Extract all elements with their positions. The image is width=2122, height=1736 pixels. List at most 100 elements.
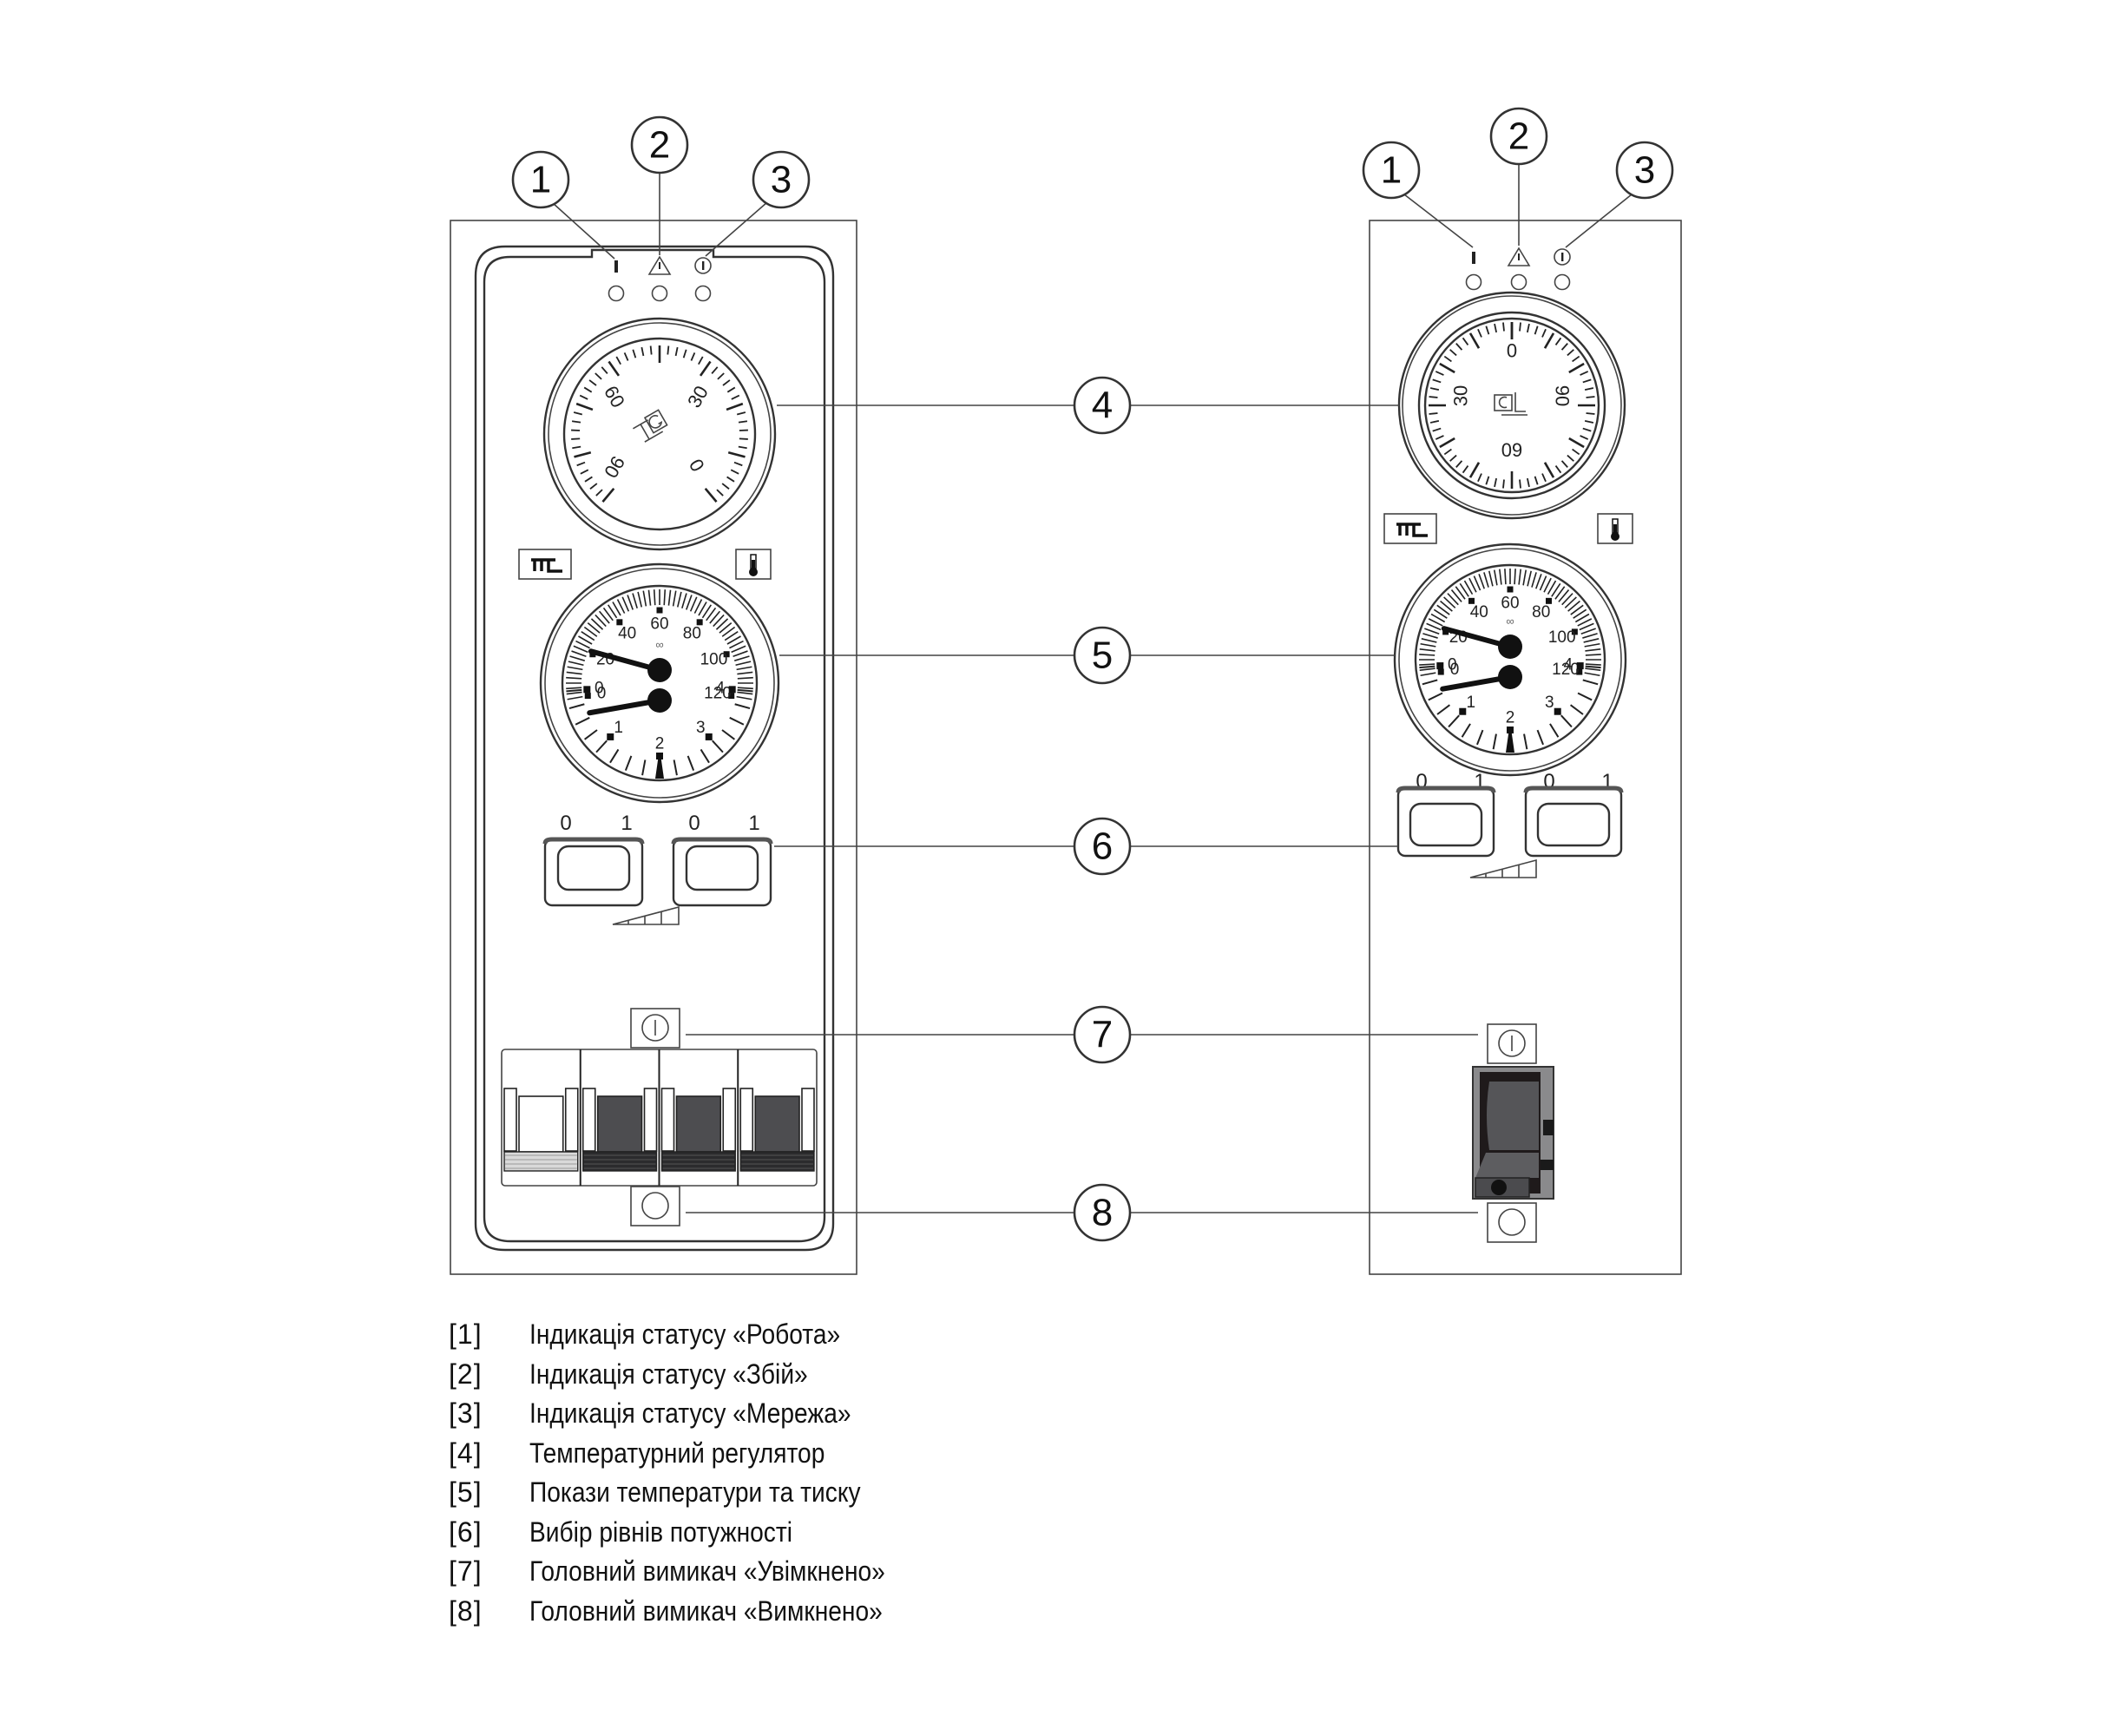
pressure-label: 1 [1466,694,1475,712]
dial-tick [1519,322,1521,332]
power-level-ramp-icon [1469,858,1537,878]
dial-tick [716,489,724,496]
temp-marker [1468,597,1475,604]
pressure-tick [566,688,582,693]
temp-tick [737,676,753,680]
legend-item: [8]Головний вимикач «Вимкнено» [449,1592,934,1632]
power-switch-2[interactable] [1523,786,1624,858]
dial-tick [682,349,687,358]
dial-label: 0 [685,455,709,475]
operation-bar-icon [614,260,618,273]
svg-text:1: 1 [1381,149,1402,192]
power-switch-1[interactable] [1396,786,1496,858]
infinity-mark: ∞ [655,638,663,651]
dial-tick [1485,476,1490,485]
dial-tick [1586,412,1595,415]
temp-tick [1473,575,1481,591]
dial-tick [1519,479,1521,489]
warning-triangle-icon [647,255,672,275]
switch-off-label: 0 [688,812,700,835]
pressure-tick [641,760,647,776]
right-control-panel: 0 30 90 60 02040608010012043210bar∞ [1369,220,1682,1275]
temp-tick [1585,654,1601,656]
legend-number: [2] [449,1358,483,1390]
temp-tick [715,618,729,630]
dial-tick [1554,465,1562,474]
pressure-tick [729,716,745,726]
temp-label: 40 [618,625,636,643]
right-main-switch[interactable] [1472,1023,1554,1243]
temp-tick [729,640,744,649]
pressure-marker [1576,662,1584,670]
temp-tick [731,645,746,654]
temp-tick [709,610,721,624]
pressure-marker [607,733,614,740]
dial-tick [711,366,719,374]
temp-tick [1514,569,1516,585]
temp-tick [1585,663,1601,666]
temp-label: 0 [597,684,607,702]
temp-tick [701,604,713,619]
rocker-switch[interactable] [1472,1066,1554,1200]
temp-tick [724,630,739,641]
power-switch-1[interactable] [542,837,645,907]
legend-text: Температурний регулятор [529,1437,825,1469]
temp-label: 100 [1548,628,1576,647]
temp-tick [598,610,610,624]
temp-tick [1582,633,1598,639]
temp-marker [1571,628,1578,635]
temp-tick [566,676,582,680]
temp-tick [575,640,590,649]
temp-tick [1518,569,1521,585]
temp-marker [728,693,735,700]
breaker-pole[interactable] [658,1049,737,1186]
temp-tick [1585,667,1601,671]
left-thermostat-dial[interactable]: 60 30 90 0 [542,317,777,551]
pressure-tick [1428,692,1443,701]
dial-tick [1429,387,1440,391]
temp-tick [1573,608,1587,619]
temp-tick [566,671,582,675]
dial-tick [1567,454,1574,462]
dial-tick [1443,448,1452,456]
legend-item: [4]Температурний регулятор [449,1434,934,1474]
temp-tick [1522,569,1527,586]
dial-tick [588,379,597,386]
dial-tick [580,469,589,475]
dial-tick [595,372,602,380]
dial-tick [1449,349,1457,357]
dial-tick [1435,435,1444,440]
temp-tick [693,599,703,614]
temp-tick [689,596,698,612]
temp-label: 120 [704,684,732,702]
temp-tick [1419,663,1435,666]
dial-tick [1439,362,1455,374]
pressure-tick [712,740,724,753]
temp-tick [616,599,626,614]
legend-item: [2]Індикація статусу «Збій» [449,1355,934,1395]
legend-item: [6]Вибір рівнів потужності [449,1513,934,1553]
temp-label: 120 [1552,661,1580,679]
breaker-pole[interactable] [503,1088,579,1172]
dial-tick [1541,473,1547,483]
temp-tick [1420,672,1436,677]
pressure-tick [568,703,585,710]
radiator-icon [518,549,572,580]
power-switch-2[interactable] [671,837,773,907]
breaker-pole[interactable] [737,1049,815,1186]
dial-tick [1541,328,1547,338]
breaker-pole[interactable] [579,1049,658,1186]
left-frame-outer [474,245,835,1252]
right-thermostat-dial[interactable]: 0 30 90 60 [1397,291,1626,520]
left-main-switch[interactable] [501,1008,818,1226]
temp-tick [1440,600,1453,612]
svg-text:4: 4 [1092,385,1113,427]
temp-tick [1504,569,1507,585]
legend-text: Індикація статусу «Робота» [529,1318,841,1351]
temp-tick [1426,622,1442,631]
dial-tick [738,445,747,450]
pressure-tick [673,760,678,776]
temp-tick [1558,589,1570,602]
temp-marker [1437,668,1444,675]
led-fault [651,285,668,302]
